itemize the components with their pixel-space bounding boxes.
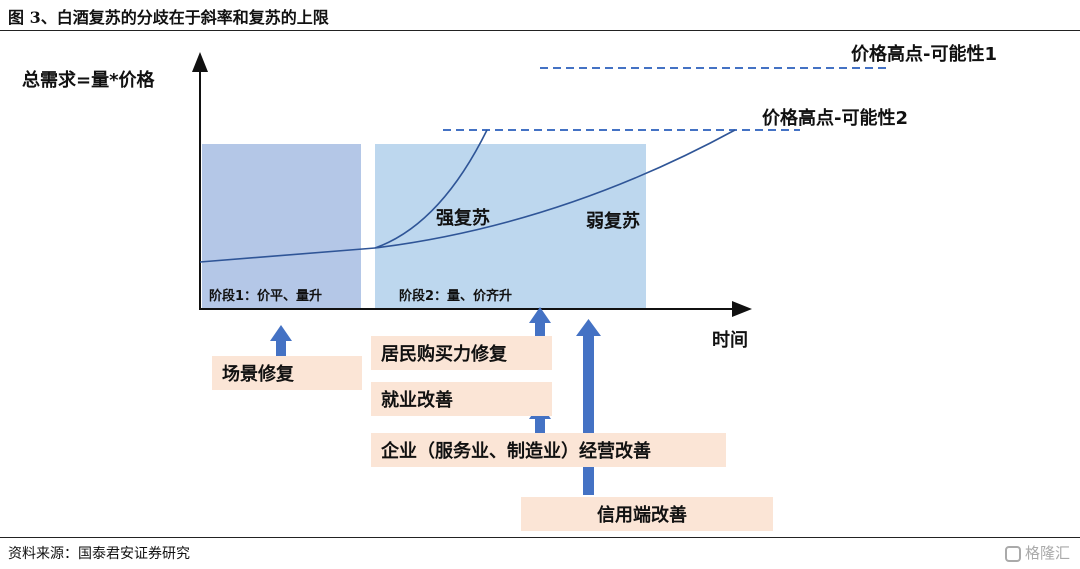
source-note: 资料来源：国泰君安证券研究 [8, 546, 190, 562]
base-curve [199, 247, 376, 263]
arrow-income [529, 307, 551, 340]
watermark-text: 格隆汇 [1024, 544, 1070, 562]
figure-title: 图 3、白酒复苏的分歧在于斜率和复苏的上限 [8, 8, 329, 27]
weak-recovery-label: 弱复苏 [586, 211, 640, 232]
watermark: 格隆汇 [1004, 542, 1070, 563]
y-axis-label: 总需求=量*价格 [22, 70, 155, 91]
driver-credit-box: 信用端改善 [521, 497, 773, 531]
driver-employment-box: 就业改善 [371, 382, 552, 416]
top-rule [0, 30, 1080, 31]
weak-recovery-curve [374, 129, 736, 249]
arrow-scene [270, 325, 292, 362]
x-axis-label: 时间 [712, 330, 748, 351]
strong-recovery-curve [374, 129, 488, 249]
phase1-label: 阶段1：价平、量升 [209, 289, 323, 304]
driver-business-box: 企业（服务业、制造业）经营改善 [371, 433, 726, 467]
driver-scene-box: 场景修复 [212, 356, 362, 390]
strong-recovery-label: 强复苏 [436, 208, 490, 229]
arrow-credit [576, 319, 601, 495]
ceiling-label-1: 价格高点-可能性1 [851, 44, 997, 65]
phase2-label: 阶段2：量、价齐升 [399, 289, 513, 304]
driver-income-box: 居民购买力修复 [371, 336, 552, 370]
phase2-region [375, 144, 646, 309]
watermark-logo-icon [1004, 546, 1021, 562]
bottom-rule [0, 537, 1080, 538]
phase1-region [202, 144, 361, 309]
ceiling-label-2: 价格高点-可能性2 [762, 108, 908, 129]
